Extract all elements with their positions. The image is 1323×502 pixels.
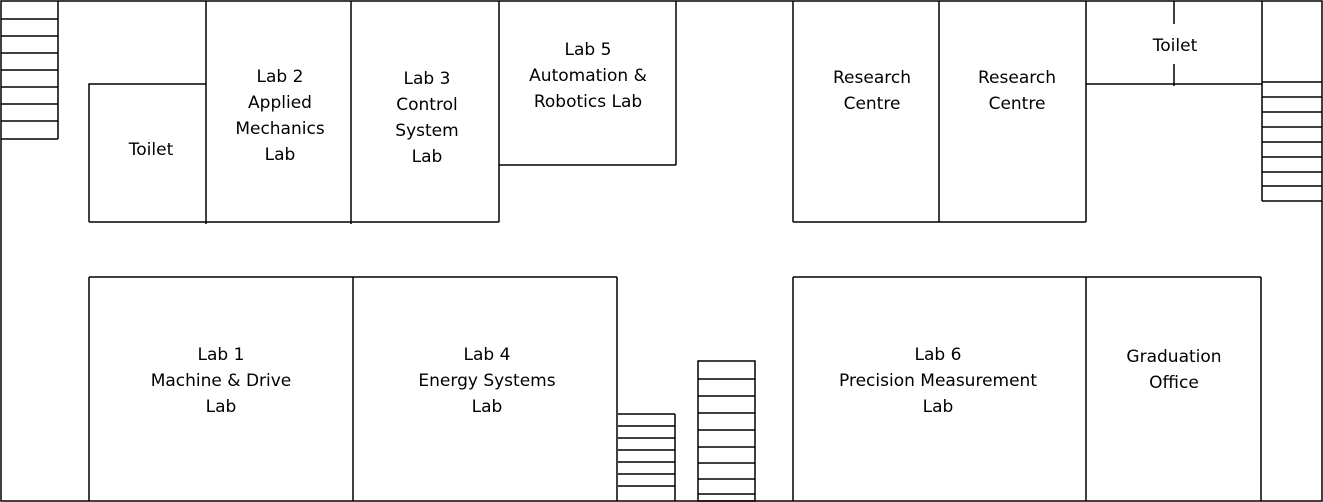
staircase-top-left	[1, 1, 59, 140]
room-label-line: Lab	[922, 397, 954, 417]
room-block-top-left	[88, 1, 500, 224]
room-label-line: Lab	[264, 145, 296, 165]
room-label-line: Research	[833, 68, 911, 88]
room-label-line: Automation &	[529, 66, 647, 86]
room-label-line: Lab 5	[564, 40, 612, 60]
room-block-research	[792, 1, 1087, 223]
room-label-line: Energy Systems	[418, 371, 556, 391]
room-label-line: Precision Measurement	[839, 371, 1037, 391]
room-label-line: Lab 6	[914, 345, 962, 365]
room-label-line: Centre	[988, 94, 1046, 114]
room-label-line: Applied	[248, 93, 312, 113]
room-label-line: Robotics Lab	[533, 92, 643, 112]
room-lab5: Lab 5 Automation & Robotics Lab	[529, 37, 647, 115]
staircase-middle-tall	[697, 360, 756, 502]
room-label-line: Lab 4	[463, 345, 511, 365]
room-toilet-left: Toilet	[129, 137, 173, 163]
room-label-line: System	[395, 121, 459, 141]
room-label-line: Control	[396, 95, 458, 115]
room-lab5-walls	[499, 1, 677, 166]
room-label-line: Machine & Drive	[150, 371, 292, 391]
room-label-line: Lab 2	[256, 67, 304, 87]
room-label-line: Graduation	[1126, 347, 1222, 367]
room-label-line: Toilet	[1152, 36, 1198, 56]
room-label-line: Office	[1149, 373, 1199, 393]
room-toilet-right-walls	[1086, 1, 1263, 86]
room-label-line: Lab	[411, 147, 443, 167]
room-label-line: Centre	[843, 94, 901, 114]
room-label-line: Lab	[471, 397, 503, 417]
room-block-bottom-left	[88, 276, 618, 501]
room-label-line: Lab 3	[403, 69, 451, 89]
staircase-right	[1261, 81, 1322, 202]
room-label-line: Research	[978, 68, 1056, 88]
room-block-bottom-right	[792, 276, 1262, 501]
room-toilet-right: Toilet	[1153, 33, 1197, 59]
room-label-line: Mechanics	[235, 119, 325, 139]
room-label-line: Lab 1	[197, 345, 245, 365]
room-label-line: Lab	[205, 397, 237, 417]
room-label-line: Toilet	[128, 140, 174, 160]
staircase-middle-short	[618, 413, 676, 501]
